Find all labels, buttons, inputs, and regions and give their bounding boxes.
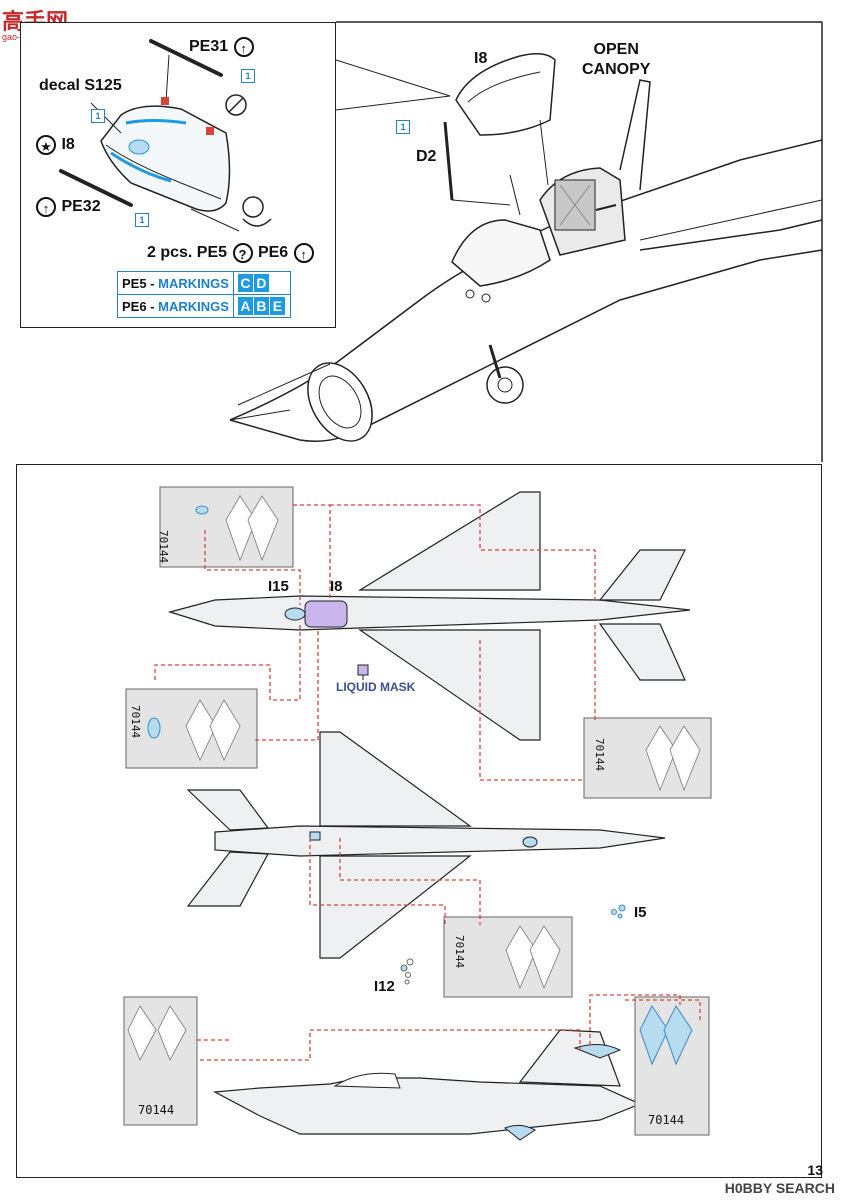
footer-watermark: H0BBY SEARCH <box>724 1180 835 1196</box>
mask-serial: 70144 <box>157 530 170 564</box>
mask-sheet-shapes <box>127 495 701 1061</box>
i12-label: I12 <box>374 978 395 995</box>
i5-mask-dots <box>611 904 626 919</box>
marking-code: A <box>237 297 253 315</box>
mask-sheet-blue-shapes <box>147 505 693 1066</box>
mask-serial: 70144 <box>593 738 606 772</box>
marking-code: E <box>269 297 285 315</box>
part-tag: 1 <box>135 213 149 227</box>
part-tag: 1 <box>241 69 255 83</box>
liquid-mask-swatch <box>357 664 369 676</box>
i15-label: I15 <box>268 578 289 595</box>
markings-key: PE6 - MARKINGS <box>117 294 234 318</box>
canopy-detail-inset: PE31 ↑ 1 decal S125 1 ★ I8 ↑ PE32 1 2 pc… <box>20 22 336 328</box>
pcs-label: 2 pcs. PE5 ? PE6 ↑ <box>147 243 315 263</box>
pe31-label: PE31 ↑ <box>189 37 255 57</box>
i12-mask-dots <box>400 958 414 985</box>
part-tag: 1 <box>396 120 410 134</box>
canopy-frame-drawing <box>59 39 272 232</box>
bend-up-icon: ↑ <box>293 243 314 263</box>
pe32-label: ↑ PE32 <box>35 197 101 217</box>
mask-sheets <box>123 486 712 1136</box>
mask-serial: 70144 <box>648 1113 685 1127</box>
decal-label: decal S125 <box>39 77 122 94</box>
canopy-i8-label: I8 <box>474 50 488 67</box>
i8-mask-label: I8 <box>330 578 343 595</box>
question-icon: ? <box>232 243 253 263</box>
mask-serial: 70144 <box>129 705 142 739</box>
bottom-view-aircraft <box>186 731 666 959</box>
marking-code: D <box>253 274 269 292</box>
guide-lines <box>154 504 701 1061</box>
side-view-aircraft <box>212 1029 642 1141</box>
mask-serial: 70144 <box>138 1103 175 1117</box>
page-number: 13 <box>807 1162 823 1178</box>
bend-up-icon: ↑ <box>233 37 254 57</box>
d2-label: D2 <box>416 148 437 165</box>
i5-label: I5 <box>634 904 647 921</box>
part-tag: 1 <box>91 109 105 123</box>
marking-code: C <box>237 274 253 292</box>
i8-decal-label: ★ I8 <box>35 135 75 155</box>
top-frame-drawing <box>229 21 823 462</box>
mask-serial: 70144 <box>453 935 466 969</box>
liquid-mask-label: LIQUID MASK <box>336 680 416 694</box>
star-icon: ★ <box>36 135 56 155</box>
open-canopy-label: OPEN CANOPY <box>582 41 651 78</box>
marking-code: B <box>253 297 269 315</box>
bend-up-icon: ↑ <box>36 197 56 217</box>
